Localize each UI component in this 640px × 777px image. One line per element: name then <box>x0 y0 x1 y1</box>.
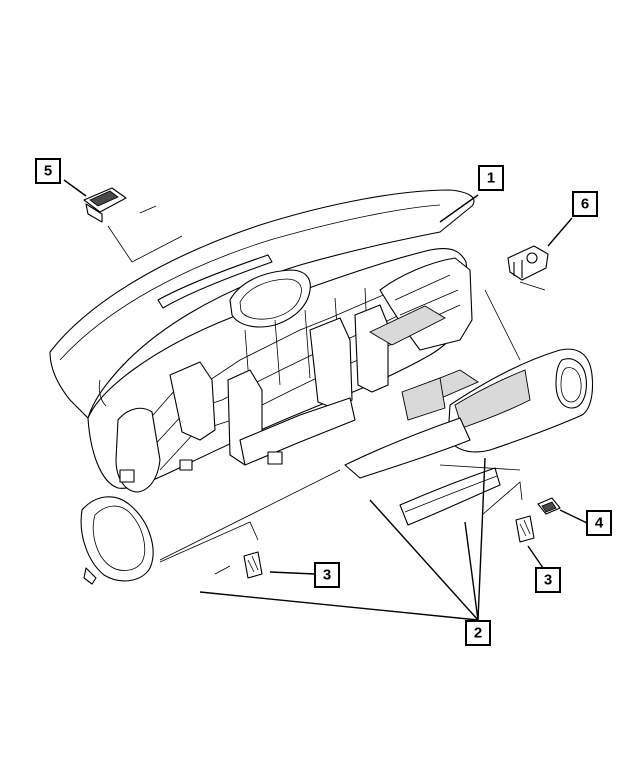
left-end-cap <box>80 496 154 585</box>
callout-6-label: 6 <box>581 196 589 213</box>
callout-1: 1 <box>478 165 504 191</box>
part-4-component <box>537 497 561 515</box>
callout-3-right-label: 3 <box>544 572 552 589</box>
callout-4: 4 <box>586 510 612 536</box>
callout-6: 6 <box>572 191 598 217</box>
part-5-component <box>83 187 127 223</box>
part-3-clip-right <box>515 515 535 543</box>
defroster-grille-panels <box>369 305 479 421</box>
part-3-clip-left <box>243 551 263 579</box>
lower-center-trim <box>344 417 501 526</box>
callout-3-left-label: 3 <box>323 567 331 584</box>
callout-3-right: 3 <box>535 567 561 593</box>
callout-2-label: 2 <box>474 625 482 642</box>
instrument-panel-assembly <box>49 189 475 493</box>
callout-2: 2 <box>465 620 491 646</box>
part-6-component <box>507 245 549 281</box>
leader-lines <box>63 179 588 621</box>
callout-4-label: 4 <box>595 515 604 532</box>
callout-3-left: 3 <box>314 562 340 588</box>
callout-1-label: 1 <box>487 170 495 187</box>
callout-5-label: 5 <box>44 163 52 180</box>
callout-5: 5 <box>35 158 61 184</box>
right-trim-bezel <box>447 348 594 453</box>
